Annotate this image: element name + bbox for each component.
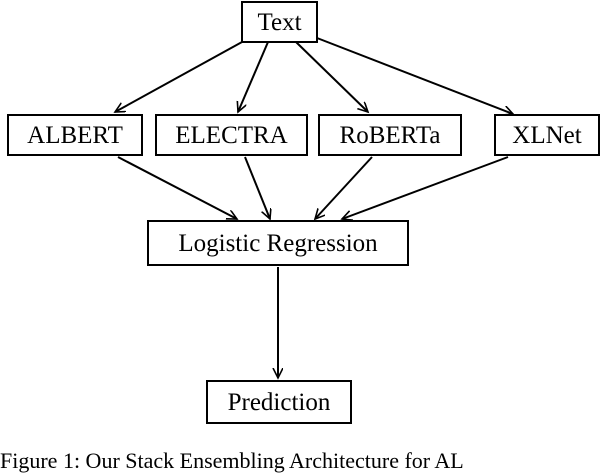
node-albert: ALBERT xyxy=(7,114,143,156)
node-logistic-regression: Logistic Regression xyxy=(147,220,409,266)
node-text: Text xyxy=(241,1,318,43)
node-albert-label: ALBERT xyxy=(27,122,123,149)
node-logistic-regression-label: Logistic Regression xyxy=(178,230,378,257)
architecture-diagram: Text ALBERT ELECTRA RoBERTa XLNet Logist… xyxy=(7,1,600,424)
node-roberta-label: RoBERTa xyxy=(340,122,441,149)
node-xlnet: XLNet xyxy=(494,114,600,156)
edge-text-xlnet xyxy=(316,37,513,114)
node-electra: ELECTRA xyxy=(155,114,308,156)
edge-electra-logreg xyxy=(244,156,270,219)
node-text-label: Text xyxy=(257,9,301,36)
node-prediction: Prediction xyxy=(206,380,352,424)
edge-xlnet-logreg xyxy=(342,156,509,219)
edges xyxy=(115,37,513,378)
edge-albert-logreg xyxy=(117,156,237,220)
node-roberta: RoBERTa xyxy=(318,114,462,156)
figure-caption: Figure 1: Our Stack Ensembling Architect… xyxy=(0,448,464,473)
edge-roberta-logreg xyxy=(315,156,373,219)
node-xlnet-label: XLNet xyxy=(512,122,581,149)
node-electra-label: ELECTRA xyxy=(175,122,288,149)
node-prediction-label: Prediction xyxy=(228,389,331,416)
edge-text-roberta xyxy=(295,41,368,112)
edge-text-electra xyxy=(238,41,269,112)
edge-text-albert xyxy=(115,41,243,113)
